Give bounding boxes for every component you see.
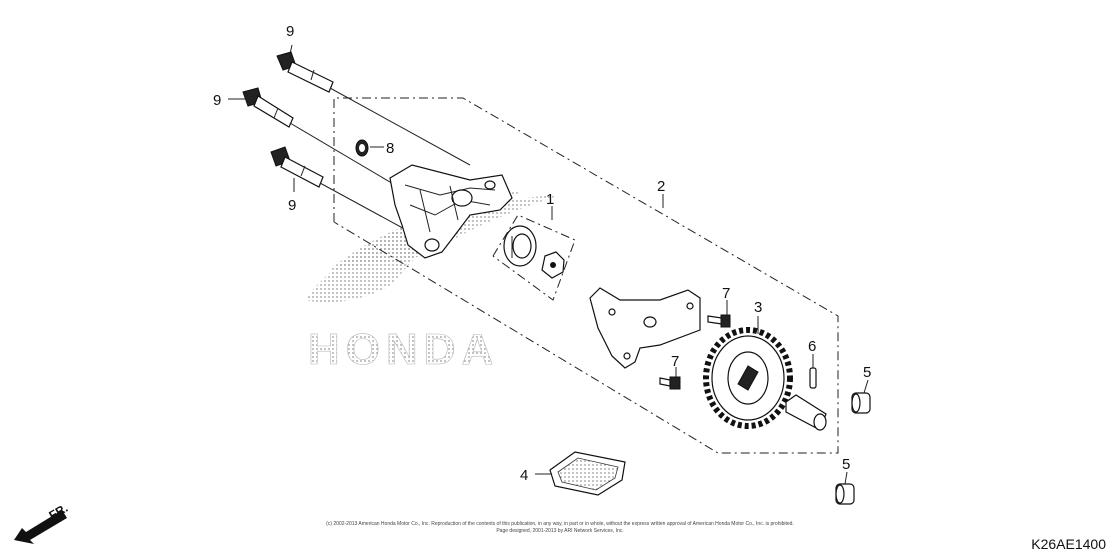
callout-2: 2 <box>657 178 665 195</box>
screw-7-lower <box>659 367 681 390</box>
oil-strainer-screen <box>535 451 626 496</box>
oil-pump-rotor-outer <box>503 225 537 267</box>
bolt-9-middle <box>228 87 294 128</box>
callout-5-upper: 5 <box>863 364 871 381</box>
copyright-credit: Page designed, 2001-2013 by ARI Network … <box>496 528 624 534</box>
diagram-code: K26AE1400 <box>1031 536 1106 552</box>
dowel-5-upper <box>851 379 871 414</box>
oil-pump-housing <box>389 164 513 259</box>
assembly-outline <box>333 97 839 454</box>
copyright-notice: (c) 2002-2013 American Honda Motor Co., … <box>326 521 794 527</box>
honda-watermark-text: HONDA <box>308 325 499 374</box>
callout-5-lower: 5 <box>842 456 850 473</box>
oil-pump-rotor-inner <box>541 251 565 279</box>
callout-8: 8 <box>386 140 394 157</box>
rotor-outline <box>492 214 576 301</box>
dowel-5-lower <box>835 471 855 505</box>
oil-pump-gear <box>703 316 793 429</box>
callout-9-top: 9 <box>286 23 294 40</box>
bolt-9-bottom <box>270 146 324 192</box>
bolt-9-top <box>276 44 334 93</box>
pin-6 <box>809 354 817 389</box>
callout-4: 4 <box>520 467 528 484</box>
callout-1: 1 <box>546 191 554 208</box>
pump-shaft <box>785 394 827 431</box>
callout-9-bottom: 9 <box>288 197 296 214</box>
callout-9-middle: 9 <box>213 92 221 109</box>
front-direction-arrow-icon <box>14 510 67 544</box>
screw-7-upper <box>707 300 731 328</box>
callout-7-upper: 7 <box>722 285 730 302</box>
pump-cover-plate <box>589 287 701 369</box>
callout-7-lower: 7 <box>671 353 679 370</box>
callout-6: 6 <box>808 338 816 355</box>
callout-3: 3 <box>754 299 762 316</box>
seal-8 <box>355 139 384 157</box>
